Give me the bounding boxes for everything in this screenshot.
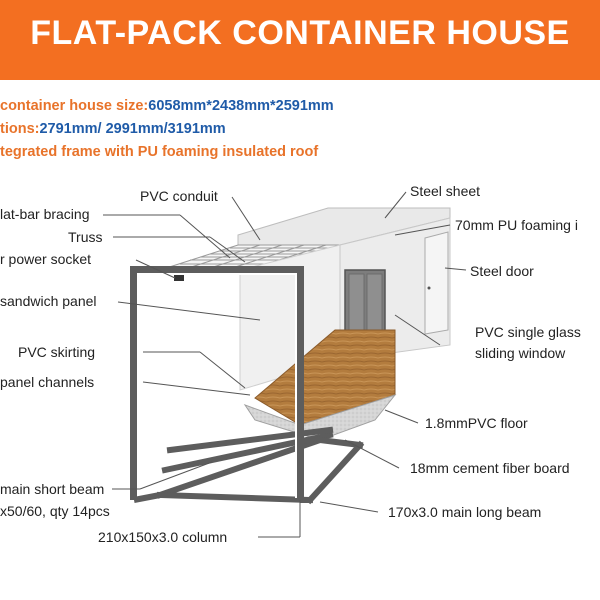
spec-frame: tegrated frame with PU foaming insulated… — [0, 144, 318, 160]
label-main-long-beam: 170x3.0 main long beam — [388, 504, 542, 520]
page-title: FLAT-PACK CONTAINER HOUSE — [30, 14, 570, 52]
label-truss: Truss — [68, 229, 103, 245]
label-window-line1: PVC single glass — [475, 324, 581, 340]
label-pvc-skirting: PVC skirting — [18, 344, 96, 360]
label-cement-board: 18mm cement fiber board — [410, 460, 570, 476]
label-column: 210x150x3.0 column — [98, 529, 228, 545]
spec-heights: tions:2791mm/ 2991mm/3191mm — [0, 121, 226, 137]
label-steel-sheet: Steel sheet — [410, 183, 481, 199]
label-sandwich-panel: sandwich panel — [0, 293, 97, 309]
spec-heights-value: 2791mm/ 2991mm/3191mm — [39, 121, 226, 137]
label-window-line2: sliding window — [475, 345, 566, 361]
label-pvc-conduit: PVC conduit — [140, 188, 218, 204]
pvc-floor — [254, 329, 396, 426]
title-banner: FLAT-PACK CONTAINER HOUSE — [0, 0, 600, 80]
label-pu-foaming: 70mm PU foaming i — [455, 217, 578, 233]
leader-lines — [103, 191, 467, 538]
steel-door — [424, 231, 449, 335]
label-main-short-beam: main short beam — [0, 481, 105, 497]
spec-heights-key: tions: — [0, 121, 40, 137]
spec-frame-key: tegrated frame with PU foaming insulated… — [0, 144, 319, 160]
power-socket — [174, 275, 184, 281]
front-frame — [130, 266, 304, 500]
label-pvc-floor: 1.8mmPVC floor — [425, 415, 528, 431]
label-power-socket: r power socket — [0, 251, 92, 267]
spec-size: container house size:6058mm*2438mm*2591m… — [0, 98, 334, 114]
spec-size-value: 6058mm*2438mm*2591mm — [148, 98, 334, 114]
label-short-beam-qty: x50/60, qty 14pcs — [0, 503, 110, 519]
spec-size-key: container house size: — [0, 98, 149, 114]
label-panel-channels: panel channels — [0, 374, 95, 390]
label-steel-door: Steel door — [470, 263, 534, 279]
floor-frame — [156, 426, 365, 505]
label-flat-bar-bracing: lat-bar bracing — [0, 206, 90, 222]
